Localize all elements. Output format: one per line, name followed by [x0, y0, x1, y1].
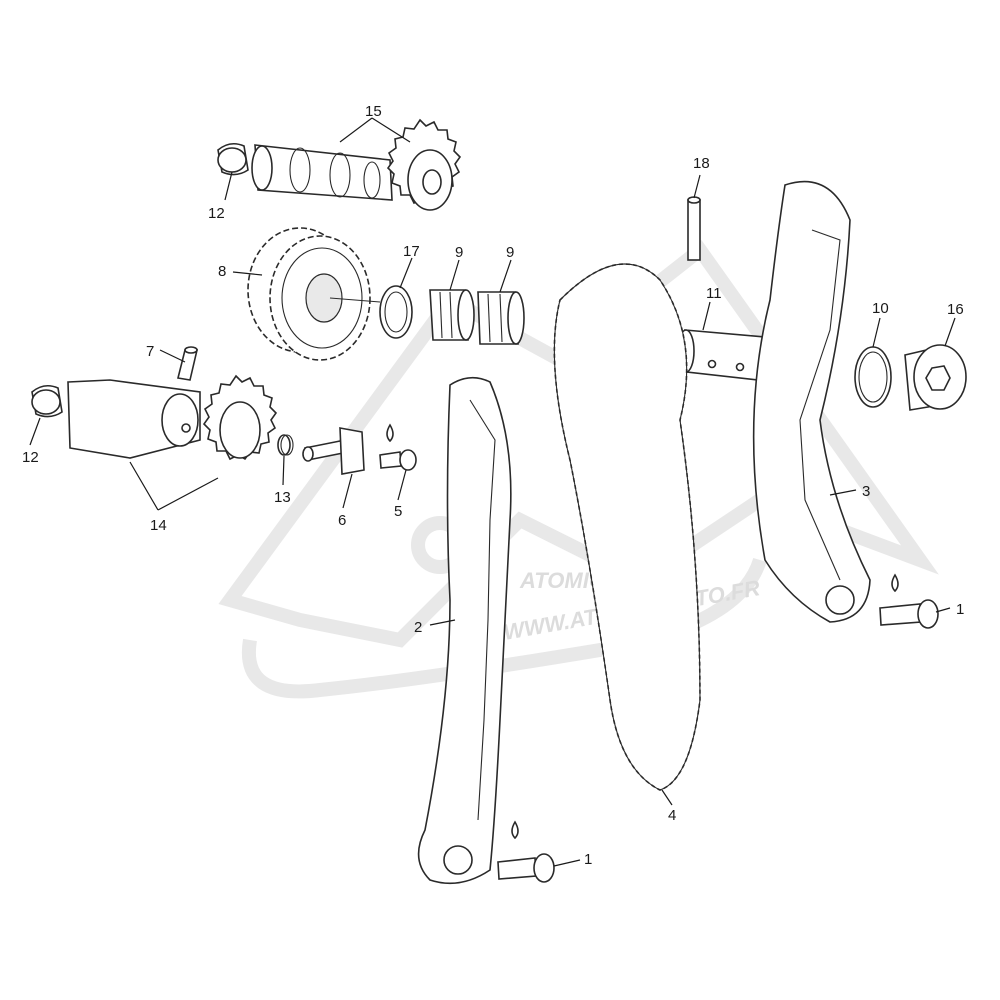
- part-5-bolt: [379, 423, 417, 471]
- callout-17: 17: [403, 243, 420, 260]
- part-13-spring: [277, 434, 294, 456]
- callout-10: 10: [872, 300, 889, 317]
- callout-2: 2: [414, 619, 422, 636]
- callout-6: 6: [338, 512, 346, 529]
- part-15-camshaft: [251, 118, 462, 211]
- part-18-dowel: [687, 196, 701, 261]
- part-9-needle-bearing-1: [429, 289, 475, 341]
- callout-5: 5: [394, 503, 402, 520]
- callout-12-bottom: 12: [22, 449, 39, 466]
- callout-8: 8: [218, 263, 226, 280]
- part-1-bolt-left: [497, 820, 555, 883]
- callout-11: 11: [706, 285, 722, 302]
- part-2-chain-guide: [417, 376, 512, 885]
- part-14-camshaft: [67, 374, 278, 461]
- part-12-bottom-bearing: [31, 384, 63, 418]
- part-10-ring: [854, 346, 892, 408]
- callout-18: 18: [693, 155, 710, 172]
- part-12-top-bearing: [217, 142, 249, 176]
- part-16-plug: [904, 344, 967, 411]
- callout-16: 16: [947, 301, 964, 318]
- callout-labels: 15 12 18 8 17 9 9 11 10 16 7 12 13 6 5 1…: [22, 103, 964, 868]
- callout-9-first: 9: [455, 244, 463, 261]
- callout-1-right: 1: [956, 601, 964, 618]
- callout-1-left: 1: [584, 851, 592, 868]
- part-4-timing-chain: [553, 263, 701, 791]
- leader-lines: [29, 117, 956, 867]
- callout-3: 3: [862, 483, 870, 500]
- part-8-double-sprocket: [247, 227, 381, 361]
- part-9-needle-bearing-2: [477, 291, 525, 345]
- callout-4: 4: [668, 807, 676, 824]
- part-6-tensioner: [302, 427, 365, 475]
- part-7-pin: [177, 346, 199, 381]
- part-17-ring: [379, 285, 413, 339]
- callout-15: 15: [365, 103, 382, 120]
- callout-9-second: 9: [506, 244, 514, 261]
- callout-14: 14: [150, 517, 167, 534]
- callout-7: 7: [146, 343, 154, 360]
- callout-13: 13: [274, 489, 291, 506]
- part-3-tensioner-guide: [752, 180, 871, 623]
- callout-12-top: 12: [208, 205, 225, 222]
- part-1-bolt-right: [879, 573, 939, 629]
